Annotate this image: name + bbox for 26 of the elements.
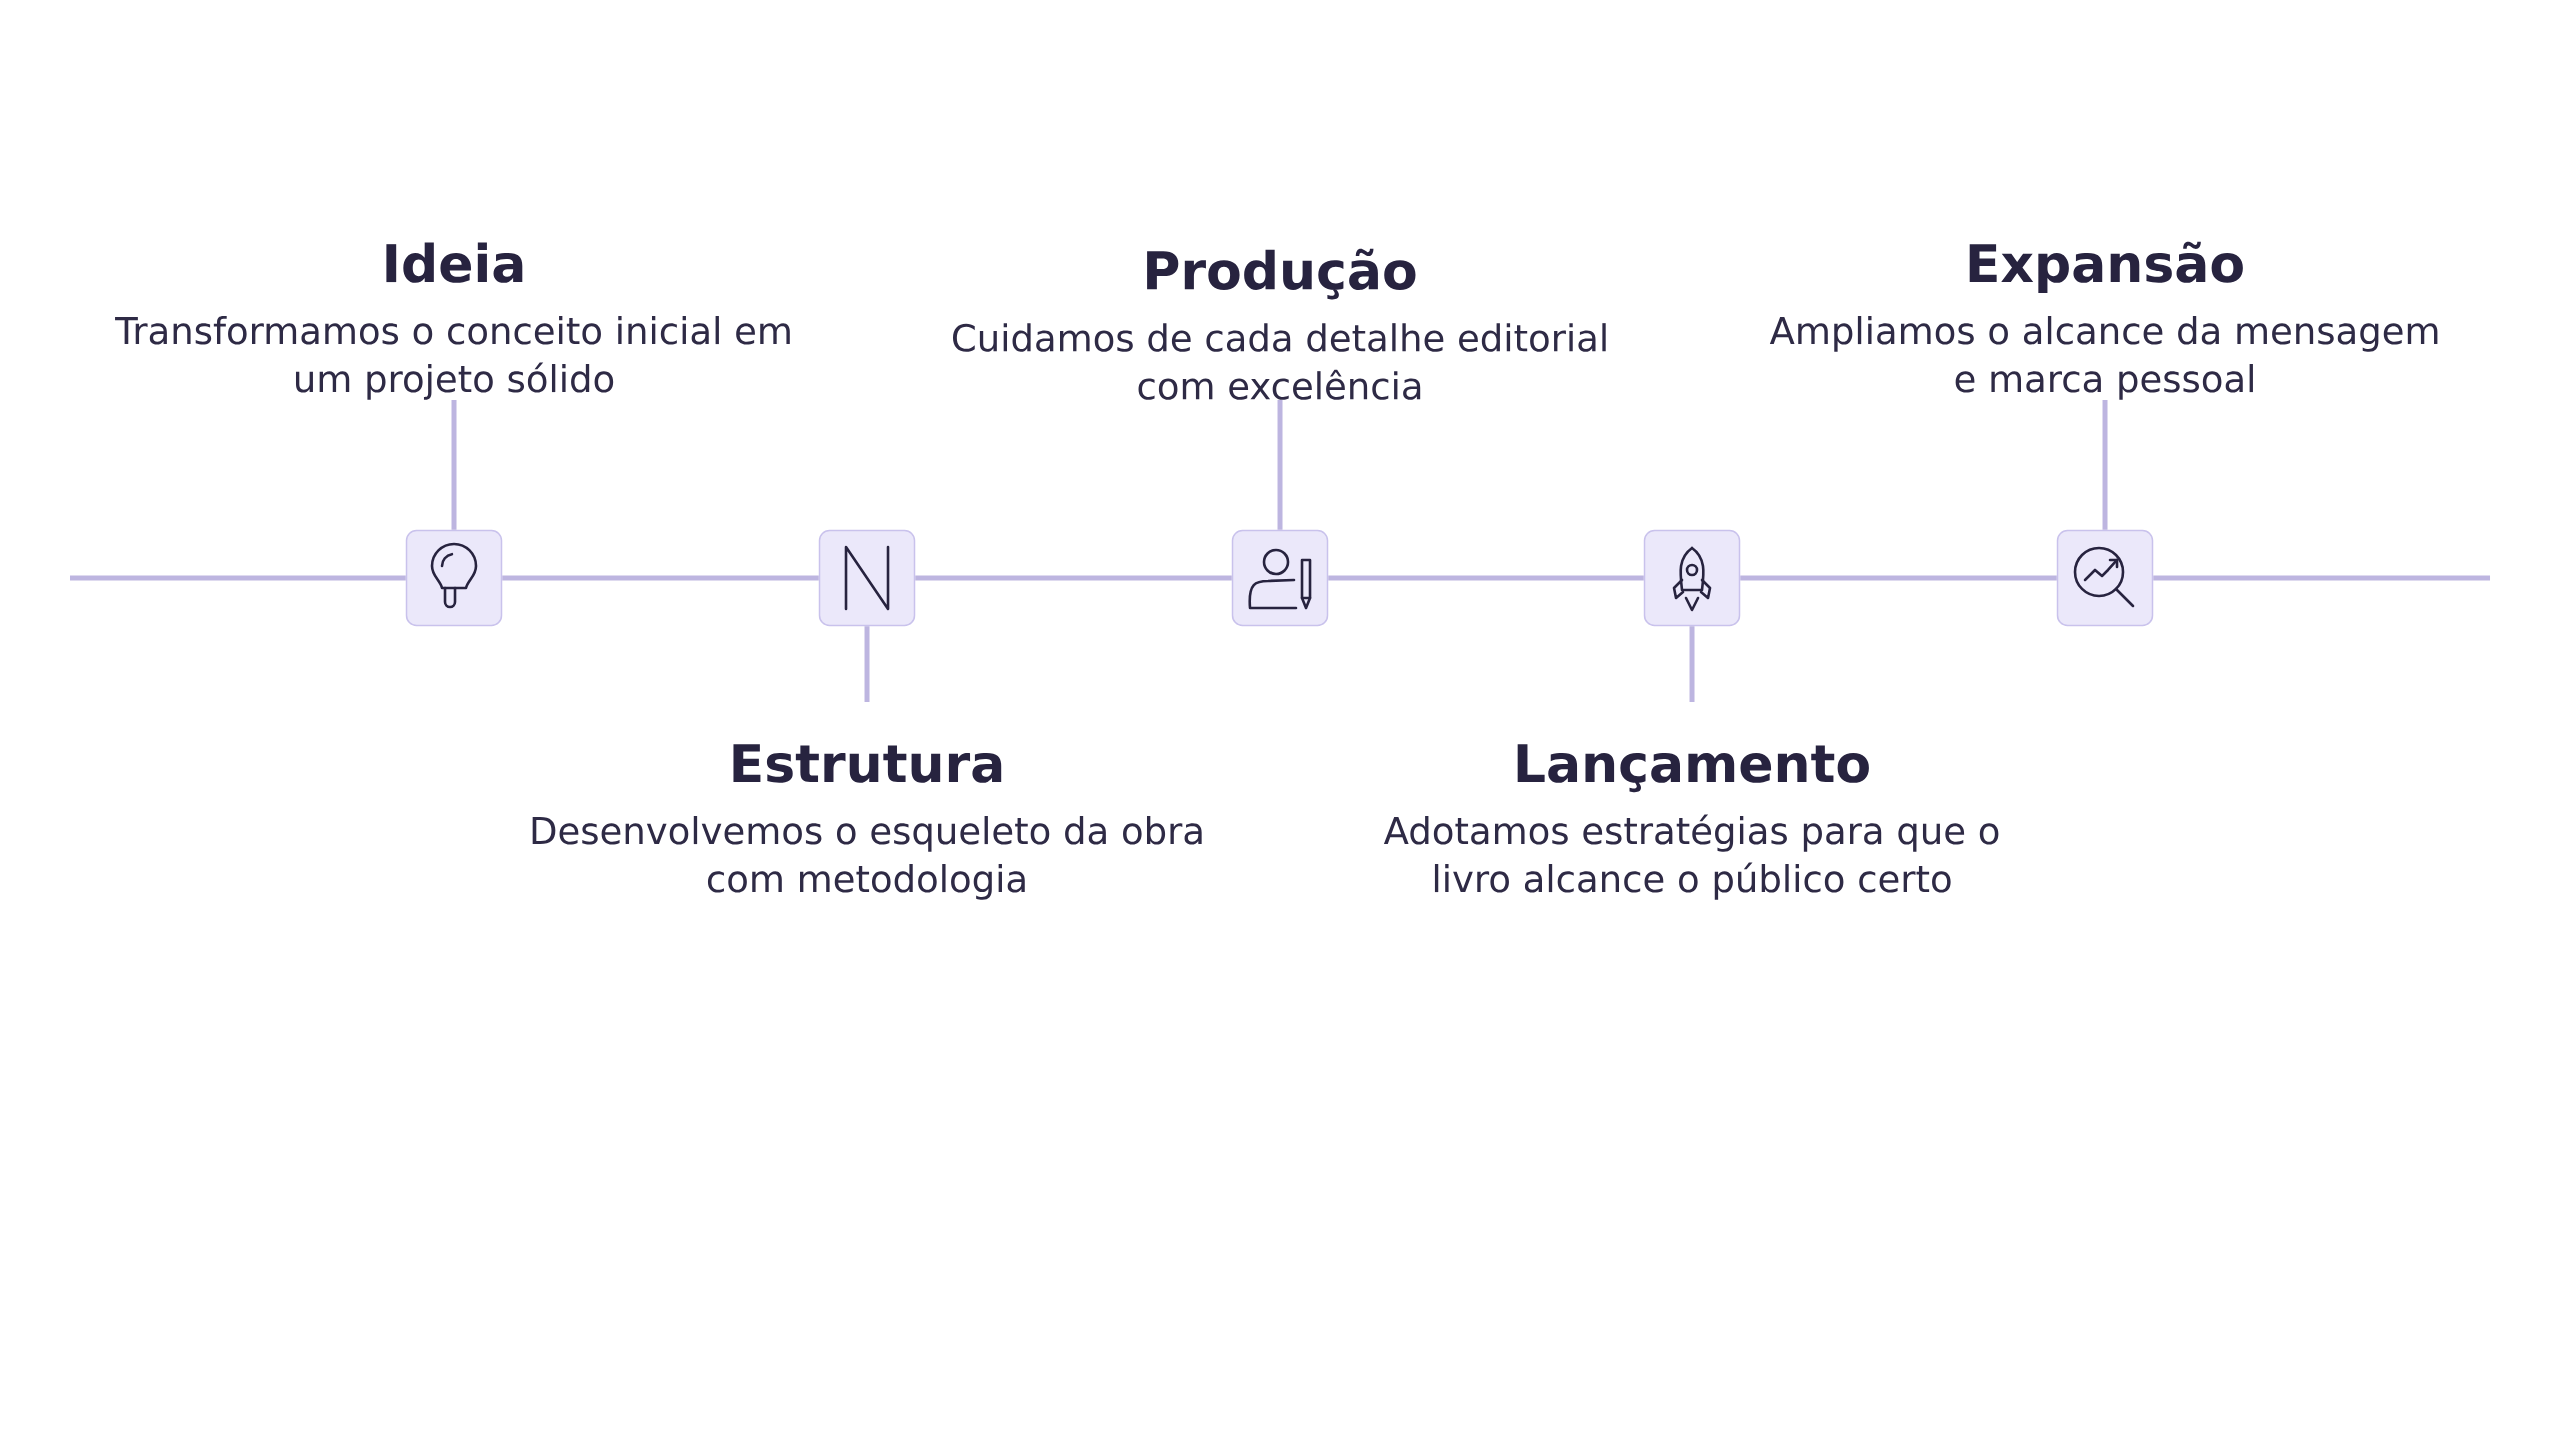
icon-tile — [1643, 529, 1741, 627]
connector-line — [451, 400, 457, 530]
icon-tile — [405, 529, 503, 627]
connector-line — [864, 626, 870, 702]
step-title: Lançamento — [1517, 744, 1869, 793]
step-description: Cuidamos de cada detalhe editorial com excelência — [953, 323, 1606, 400]
step-description: Transformamos o conceito inicial em um projeto sólido — [115, 316, 790, 400]
step-description: Desenvolvemos o esqueleto da obra com metodologia — [532, 816, 1202, 900]
connector-line — [1328, 575, 1644, 581]
connector-line — [502, 575, 819, 581]
connector-line — [2102, 400, 2108, 530]
step-description: Adotamos estratégias para que o livro alcance o público certo — [1383, 814, 1999, 900]
step-description: Ampliamos o alcance da mensagem e marca pessoal — [1769, 316, 2438, 400]
icon-tile — [818, 529, 916, 627]
step-title: Ideia — [386, 242, 523, 283]
icon-tile — [1231, 529, 1329, 627]
connector-line — [2153, 575, 2490, 581]
connector-line — [915, 575, 1232, 581]
connector-line — [70, 575, 406, 581]
step-title: Produção — [1147, 248, 1416, 300]
step-title: Estrutura — [733, 744, 1002, 783]
icon-tile — [2056, 529, 2154, 627]
connector-line — [1740, 575, 2057, 581]
step-title: Expansão — [1969, 241, 2243, 293]
connector-line — [1277, 400, 1283, 530]
connector-line — [1689, 626, 1695, 702]
